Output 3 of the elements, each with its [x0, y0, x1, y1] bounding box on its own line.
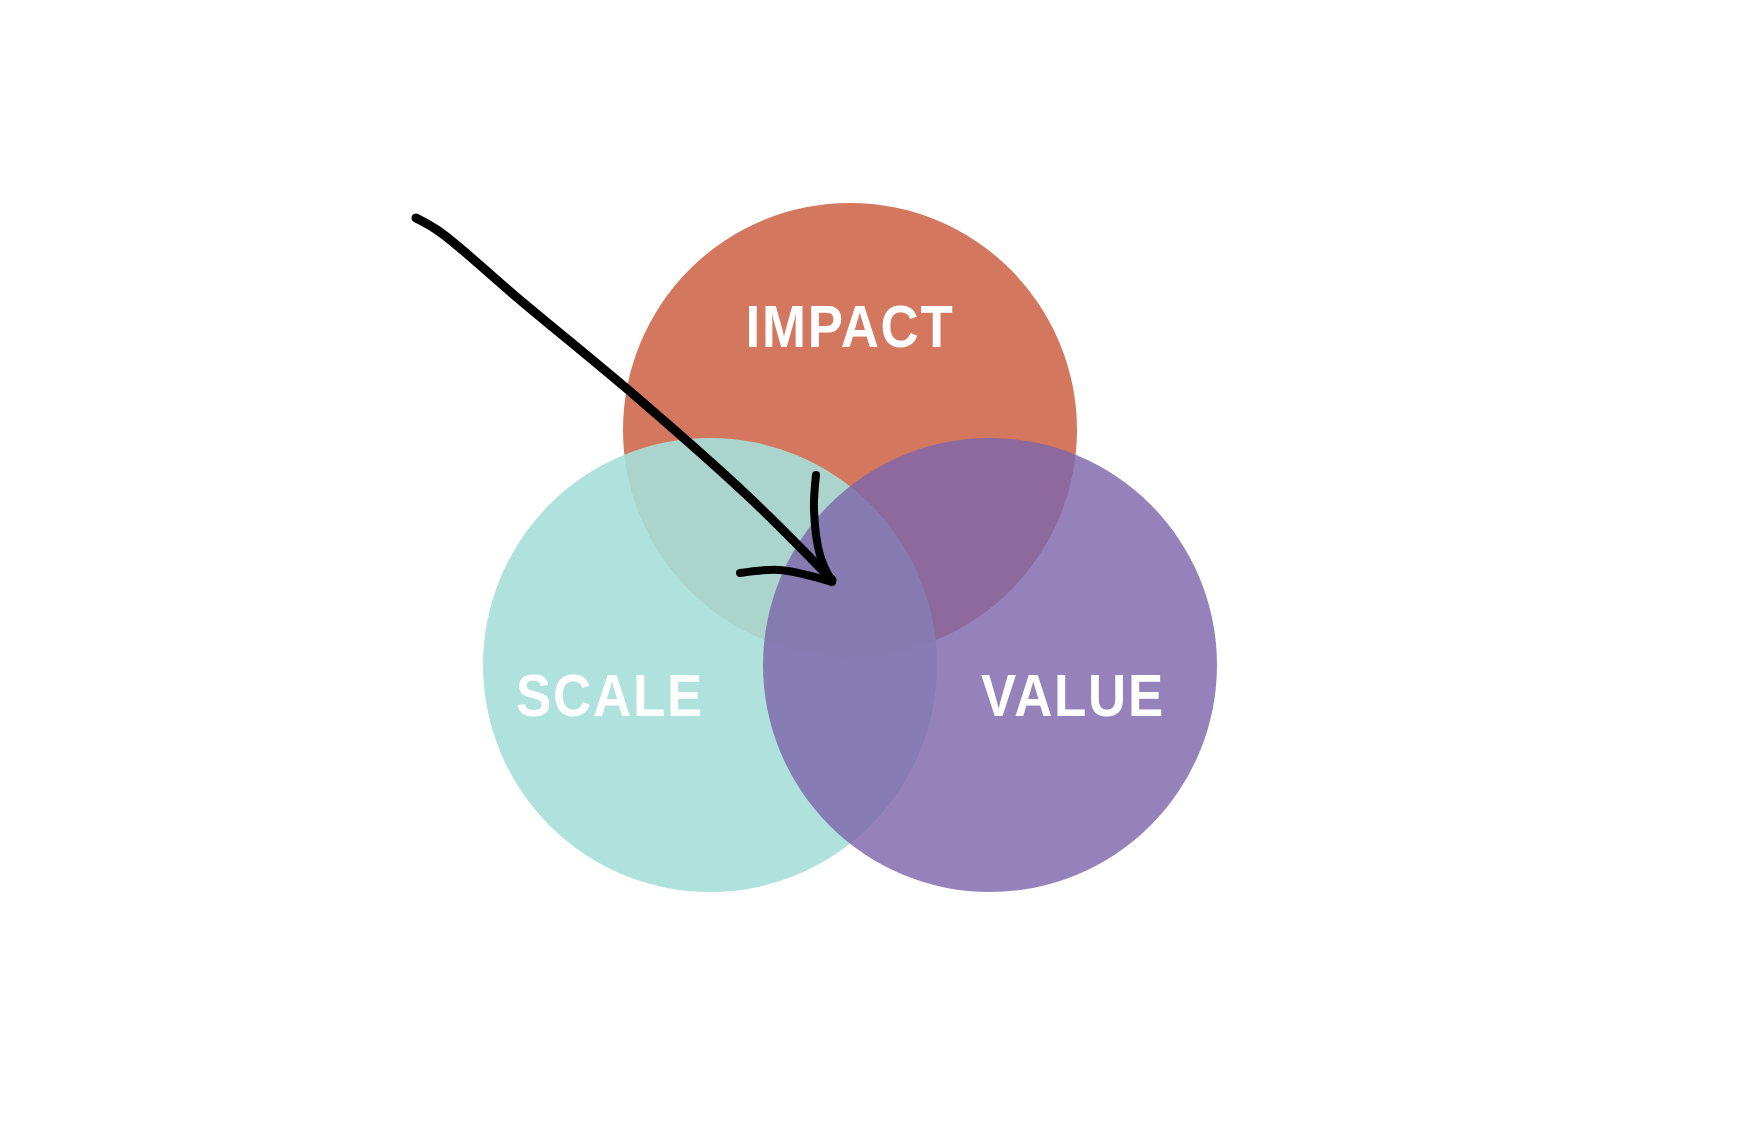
- circle-label: SCALE: [516, 666, 704, 726]
- circle-label: IMPACT: [745, 297, 955, 357]
- circle-label: VALUE: [981, 666, 1165, 726]
